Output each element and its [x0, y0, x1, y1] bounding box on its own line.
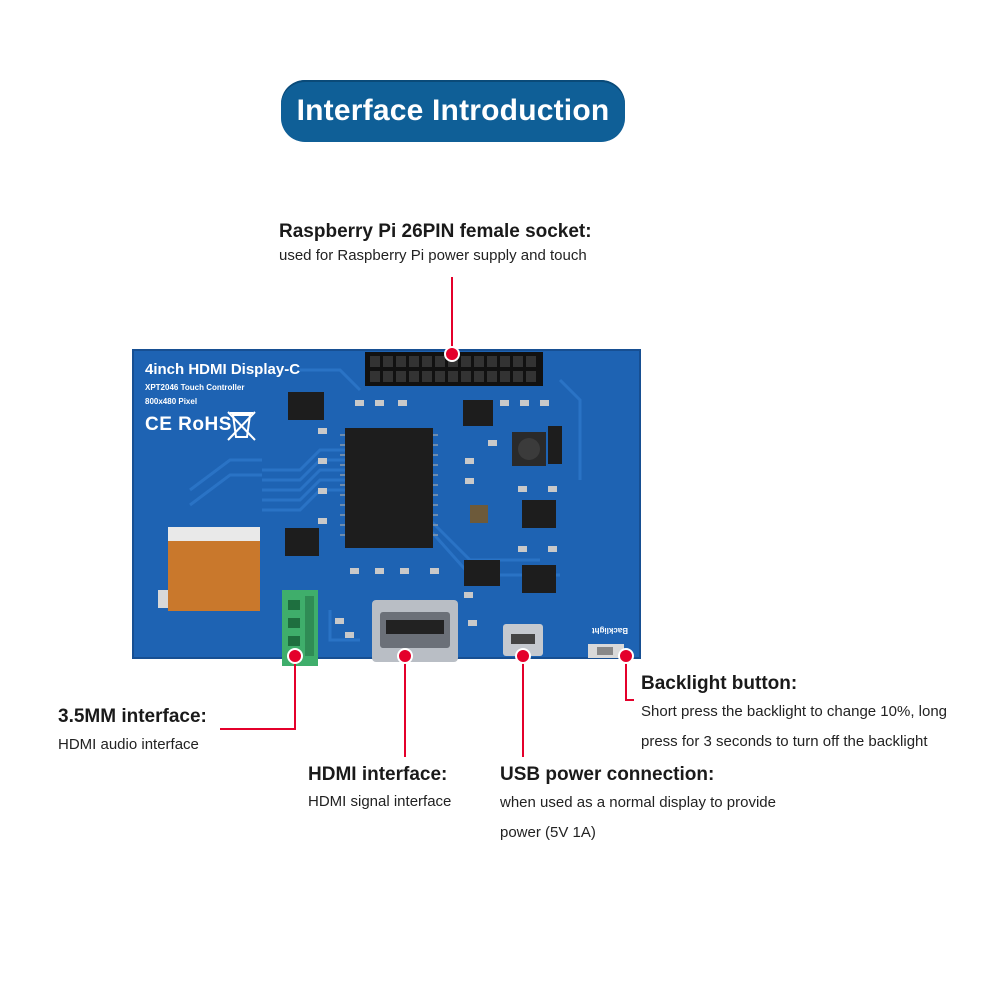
usb-marker	[515, 648, 531, 664]
small-ic	[285, 528, 319, 556]
audio-leader-line	[220, 658, 296, 730]
backlight-callout-title: Backlight button:	[641, 673, 798, 694]
board-controller-label: XPT2046 Touch Controller	[145, 383, 245, 392]
audio-callout-title: 3.5MM interface:	[58, 706, 207, 727]
hdmi-port	[372, 600, 458, 662]
backlight-switch	[588, 644, 624, 658]
gpio-callout-title: Raspberry Pi 26PIN female socket:	[279, 221, 592, 242]
board-model-label: 4inch HDMI Display-C	[145, 361, 301, 378]
fpc-connector	[158, 527, 260, 611]
cert-marks: CE RoHS	[145, 414, 232, 435]
mosfet	[522, 500, 556, 528]
touch-controller-ic	[288, 392, 324, 420]
weee-bin-icon	[227, 411, 256, 441]
gpio-callout-desc: used for Raspberry Pi power supply and t…	[279, 247, 587, 264]
main-ic	[340, 428, 438, 548]
hdmi-callout-title: HDMI interface:	[308, 764, 448, 785]
mosfet	[522, 565, 556, 593]
usb-callout-title: USB power connection:	[500, 764, 715, 785]
small-ic	[464, 560, 500, 586]
small-ic	[463, 400, 493, 426]
page-title: Interface Introduction	[281, 80, 625, 142]
usb-callout-desc-line1: when used as a normal display to provide	[500, 794, 776, 811]
crystal	[470, 505, 488, 523]
hdmi-callout-desc: HDMI signal interface	[308, 793, 452, 810]
audio-marker	[287, 648, 303, 664]
diode	[548, 426, 562, 464]
backlight-marker	[618, 648, 634, 664]
audio-callout-desc: HDMI audio interface	[58, 736, 199, 753]
usb-callout-desc-line2: power (5V 1A)	[500, 824, 596, 841]
board-resolution-label: 800x480 Pixel	[145, 397, 198, 406]
passive-components	[318, 400, 557, 638]
backlight-callout-desc-line1: Short press the backlight to change 10%,…	[641, 703, 948, 720]
hdmi-marker	[397, 648, 413, 664]
backlight-callout-desc-line2: press for 3 seconds to turn off the back…	[641, 733, 928, 750]
gpio-marker	[444, 346, 460, 362]
backlight-leader-line	[625, 658, 634, 701]
micro-usb-port	[503, 624, 543, 656]
